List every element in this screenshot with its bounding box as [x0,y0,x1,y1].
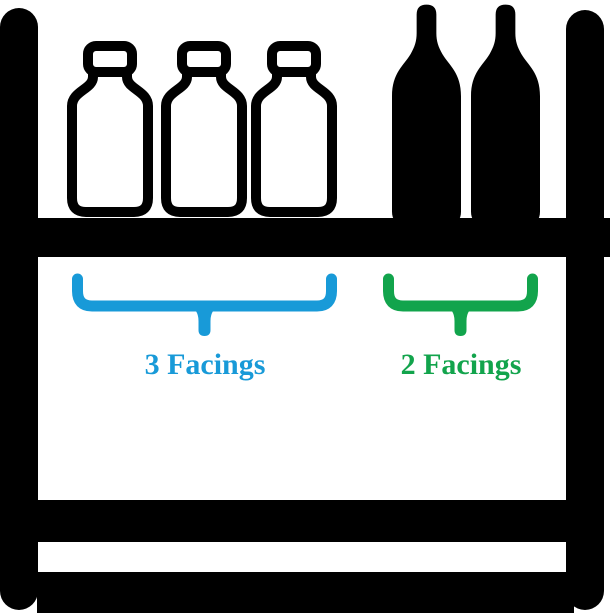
wine-bottle-icon [392,4,461,225]
brace-2-facings-icon [383,273,538,336]
shelf-board-top [0,218,610,257]
brace-3-facings-icon [72,273,337,336]
facings-label-card [88,335,528,498]
label-3-facings: 3 Facings [144,348,266,381]
milk-bottle-icon [67,41,153,217]
shelf-board-bottom [37,572,574,613]
shelf-board-middle [0,500,604,542]
wine-bottle-icon [471,4,540,225]
milk-bottle-icon [251,41,337,217]
milk-bottle-icon [161,41,247,217]
label-2-facings: 2 Facings [400,348,522,381]
